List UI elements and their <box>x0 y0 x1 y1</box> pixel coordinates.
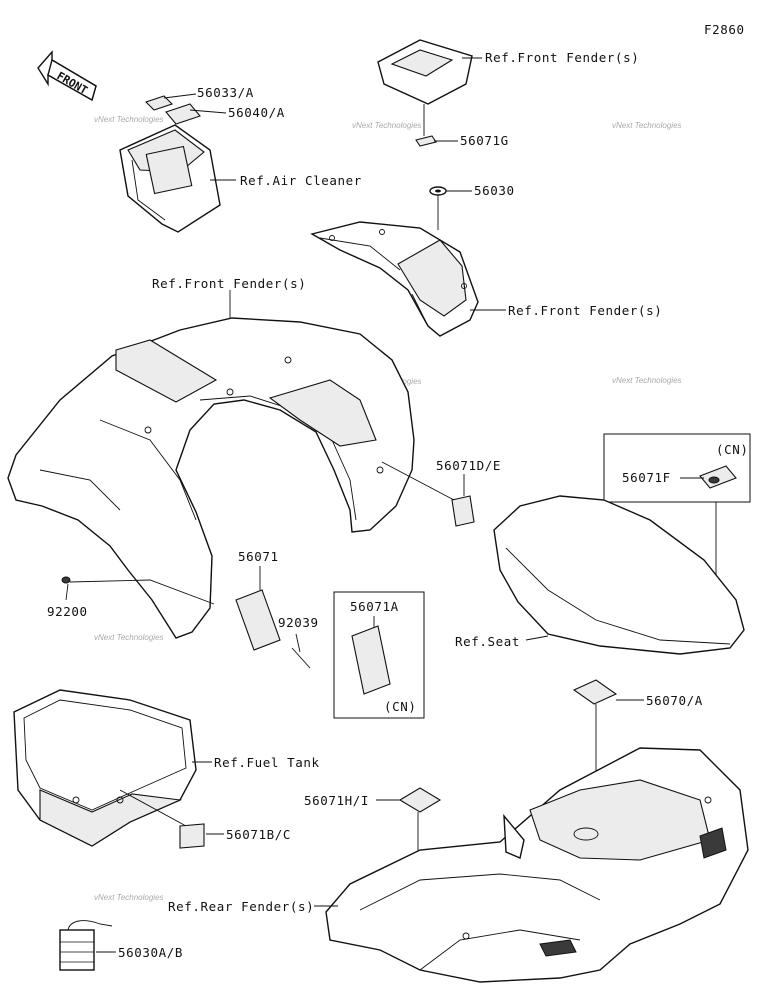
label-cn-bottom: (CN) <box>384 699 417 714</box>
svg-text:vNext Technologies: vNext Technologies <box>94 633 164 642</box>
rivet-92039 <box>291 647 311 669</box>
label-front-fender-mid: Ref.Front Fender(s) <box>508 303 662 318</box>
front-fender-top-part <box>377 39 473 105</box>
svg-text:vNext Technologies: vNext Technologies <box>612 376 682 385</box>
svg-text:vNext Technologies: vNext Technologies <box>94 115 164 124</box>
tag-56030ab <box>59 920 113 971</box>
svg-text:vNext Technologies: vNext Technologies <box>352 121 422 130</box>
decal-56071bc <box>179 823 205 849</box>
plug-92200 <box>61 576 71 584</box>
front-arrow-icon: FRONT <box>37 50 97 102</box>
label-cn-top: (CN) <box>716 442 749 457</box>
decal-56033a <box>144 95 174 111</box>
label-56033a: 56033/A <box>197 85 254 100</box>
decal-56071a <box>351 625 391 695</box>
label-56071g: 56071G <box>460 133 509 148</box>
decal-56071f <box>699 465 737 489</box>
label-seat: Ref.Seat <box>455 634 520 649</box>
decal-56040a <box>165 103 201 125</box>
figure-code: F2860 <box>704 22 745 37</box>
label-front-fender-main: Ref.Front Fender(s) <box>152 276 306 291</box>
label-56071: 56071 <box>238 549 279 564</box>
decal-56071de <box>451 495 475 527</box>
decal-56070a <box>572 679 618 705</box>
label-56040a: 56040/A <box>228 105 285 120</box>
svg-text:vNext Technologies: vNext Technologies <box>612 121 682 130</box>
label-56071f: 56071F <box>622 470 671 485</box>
cn-box-top <box>603 433 751 503</box>
front-fender-inner-part <box>310 221 479 337</box>
seat-part <box>493 495 745 655</box>
label-56071bc: 56071B/C <box>226 827 291 842</box>
label-rear-fender: Ref.Rear Fender(s) <box>168 899 314 914</box>
fuel-tank-part <box>13 689 197 847</box>
front-fender-main-part <box>7 317 415 639</box>
decal-56071g <box>415 135 437 147</box>
label-92200: 92200 <box>47 604 88 619</box>
label-air-cleaner: Ref.Air Cleaner <box>240 173 362 188</box>
label-56030ab: 56030A/B <box>118 945 183 960</box>
svg-text:vNext Technologies: vNext Technologies <box>94 893 164 902</box>
label-56071a: 56071A <box>350 599 399 614</box>
label-56071hi: 56071H/I <box>304 793 369 808</box>
cn-box-bottom <box>333 591 425 719</box>
label-front-fender-top: Ref.Front Fender(s) <box>485 50 639 65</box>
rear-fender-part <box>325 747 749 983</box>
decal-56071hi <box>398 787 442 813</box>
decal-56071 <box>235 589 281 651</box>
air-cleaner-cover <box>119 124 221 233</box>
label-56071de: 56071D/E <box>436 458 501 473</box>
label-92039: 92039 <box>278 615 319 630</box>
label-56030: 56030 <box>474 183 515 198</box>
label-56070a: 56070/A <box>646 693 703 708</box>
label-fuel-tank: Ref.Fuel Tank <box>214 755 320 770</box>
